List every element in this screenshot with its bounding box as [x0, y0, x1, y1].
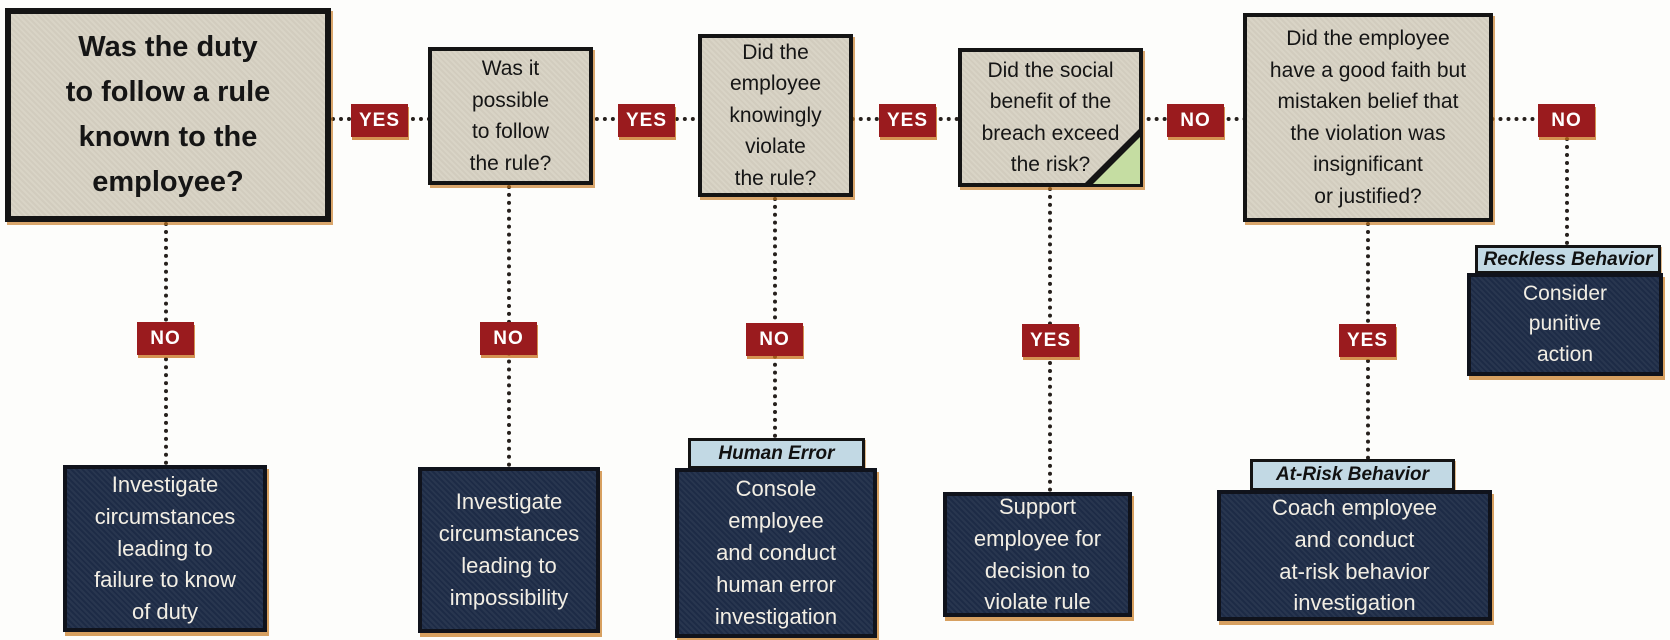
folded-corner-icon — [1093, 137, 1140, 184]
connector-main-horizontal — [331, 117, 1568, 121]
outcome-console-employee: Console employee and conduct human error… — [675, 468, 877, 638]
tag-reckless-behavior: Reckless Behavior — [1475, 245, 1661, 274]
badge-yes-q5-down: YES — [1339, 324, 1396, 357]
connector-vertical-no-reckless — [1565, 137, 1569, 245]
question-social-benefit: Did the social benefit of the breach exc… — [958, 48, 1143, 187]
question-duty-known: Was the duty to follow a rule known to t… — [5, 8, 331, 222]
outcome-investigate-duty: Investigate circumstances leading to fai… — [63, 465, 267, 632]
badge-yes-q1-q2: YES — [351, 104, 408, 137]
outcome-punitive-action: Consider punitive action — [1467, 273, 1663, 376]
badge-yes-q3-q4: YES — [879, 104, 936, 137]
outcome-coach-employee: Coach employee and conduct at-risk behav… — [1217, 490, 1492, 621]
tag-at-risk-behavior: At-Risk Behavior — [1250, 459, 1455, 491]
badge-no-q4-q5: NO — [1167, 104, 1224, 137]
outcome-support-employee: Support employee for decision to violate… — [943, 492, 1132, 617]
badge-no-q1-down: NO — [137, 322, 194, 355]
tag-human-error: Human Error — [688, 438, 865, 469]
badge-no-q2-down: NO — [480, 322, 537, 355]
question-possible-to-follow: Was it possible to follow the rule? — [428, 47, 593, 185]
badge-no-q3-down: NO — [746, 323, 803, 356]
question-good-faith-belief: Did the employee have a good faith but m… — [1243, 13, 1493, 222]
badge-no-q5-reckless: NO — [1538, 104, 1595, 137]
badge-yes-q4-down: YES — [1022, 324, 1079, 357]
question-knowingly-violate: Did the employee knowingly violate the r… — [698, 34, 853, 197]
badge-yes-q2-q3: YES — [618, 104, 675, 137]
connector-vertical-q3 — [773, 197, 777, 438]
outcome-investigate-impossibility: Investigate circumstances leading to imp… — [418, 467, 600, 633]
